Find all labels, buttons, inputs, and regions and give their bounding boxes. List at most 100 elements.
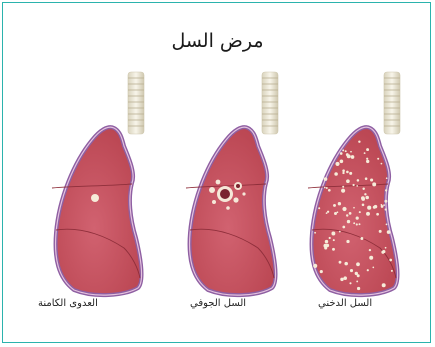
miliary-nodule xyxy=(346,240,349,243)
latent-lesion xyxy=(91,194,99,202)
miliary-nodule xyxy=(382,283,386,287)
miliary-nodule xyxy=(381,204,383,206)
miliary-nodule xyxy=(339,261,342,264)
miliary-nodule xyxy=(355,272,358,275)
miliary-nodule xyxy=(349,212,352,215)
miliary-nodule xyxy=(362,204,365,207)
miliary-nodule xyxy=(367,269,369,271)
lung-cavitary xyxy=(186,127,276,295)
miliary-nodule xyxy=(343,276,347,280)
miliary-nodule xyxy=(328,189,331,192)
miliary-nodule xyxy=(335,162,339,166)
miliary-nodule xyxy=(333,204,336,207)
miliary-nodule xyxy=(377,158,379,160)
miliary-nodule xyxy=(340,160,344,164)
miliary-nodule xyxy=(347,220,350,223)
miliary-nodule xyxy=(340,152,343,155)
miliary-nodule xyxy=(349,282,351,284)
miliary-nodule xyxy=(366,158,368,160)
miliary-nodule xyxy=(357,287,360,290)
miliary-nodule xyxy=(334,172,338,176)
miliary-nodule xyxy=(384,200,387,203)
label-latent-infection: العدوى الكامنة xyxy=(38,298,98,309)
miliary-nodule xyxy=(350,269,353,272)
miliary-nodule xyxy=(359,223,361,225)
miliary-nodule xyxy=(356,280,358,282)
miliary-nodule xyxy=(320,271,322,273)
miliary-nodule xyxy=(385,189,387,191)
miliary-nodule xyxy=(385,247,387,249)
miliary-nodule xyxy=(332,248,335,251)
miliary-nodule xyxy=(353,222,355,224)
miliary-nodule xyxy=(346,171,349,174)
miliary-nodule xyxy=(331,232,335,236)
miliary-nodule xyxy=(350,151,352,153)
miliary-nodule xyxy=(342,226,345,229)
miliary-nodule xyxy=(369,249,371,251)
miliary-nodule xyxy=(379,230,382,233)
miliary-nodule xyxy=(326,187,328,189)
miliary-nodule xyxy=(366,148,369,151)
miliary-nodule xyxy=(366,160,369,163)
miliary-nodule xyxy=(326,212,328,214)
miliary-nodule xyxy=(381,251,384,254)
miliary-nodule xyxy=(391,270,393,272)
miliary-nodule xyxy=(342,169,345,172)
miliary-nodule xyxy=(372,267,374,269)
miliary-nodule xyxy=(365,177,368,180)
miliary-nodule xyxy=(341,189,345,193)
miliary-nodule xyxy=(333,239,335,241)
miliary-nodule xyxy=(345,150,347,152)
miliary-nodule xyxy=(370,178,373,181)
miliary-nodule xyxy=(334,212,337,215)
miliary-nodule xyxy=(324,187,326,189)
miliary-nodule xyxy=(314,232,316,234)
miliary-nodule xyxy=(338,202,341,205)
miliary-nodule xyxy=(365,196,369,200)
miliary-nodule xyxy=(342,172,344,174)
miliary-nodule xyxy=(313,264,317,268)
miliary-nodule xyxy=(329,237,331,239)
miliary-nodule xyxy=(352,184,354,186)
miliary-nodule xyxy=(359,211,361,213)
miliary-nodule xyxy=(318,207,320,209)
miliary-nodule xyxy=(386,223,388,225)
miliary-nodule xyxy=(356,185,358,187)
miliary-nodule xyxy=(353,207,355,209)
miliary-nodule xyxy=(369,256,373,260)
miliary-nodule xyxy=(324,177,328,181)
miliary-nodule xyxy=(366,212,370,216)
miliary-nodule xyxy=(364,193,366,195)
trachea-miliary xyxy=(384,72,400,134)
miliary-nodule xyxy=(367,206,371,210)
miliary-nodule xyxy=(342,207,346,211)
miliary-nodule xyxy=(362,187,364,189)
miliary-nodule xyxy=(381,163,383,165)
miliary-nodule xyxy=(386,177,388,179)
miliary-nodule xyxy=(342,186,344,188)
miliary-nodule xyxy=(339,231,341,233)
miliary-nodule xyxy=(342,149,344,151)
miliary-nodule xyxy=(327,211,329,213)
miliary-nodule xyxy=(347,154,351,158)
trachea-latent xyxy=(128,72,144,134)
miliary-nodule xyxy=(357,179,360,182)
miliary-nodule xyxy=(325,240,328,243)
miliary-nodule xyxy=(376,213,379,216)
miliary-nodule xyxy=(346,214,348,216)
miliary-nodule xyxy=(385,208,387,210)
miliary-nodule xyxy=(361,196,365,200)
miliary-nodule xyxy=(349,172,352,175)
label-cavitary-tb: السل الجوفي xyxy=(190,298,246,309)
miliary-nodule xyxy=(358,140,360,142)
lung-latent xyxy=(52,127,142,295)
miliary-nodule xyxy=(340,278,343,281)
miliary-nodule xyxy=(389,259,392,262)
miliary-nodule xyxy=(346,179,350,183)
miliary-nodule xyxy=(356,223,358,225)
lung-miliary xyxy=(308,127,398,295)
miliary-nodule xyxy=(351,155,355,159)
miliary-nodule xyxy=(356,262,360,266)
miliary-nodule xyxy=(387,230,391,234)
